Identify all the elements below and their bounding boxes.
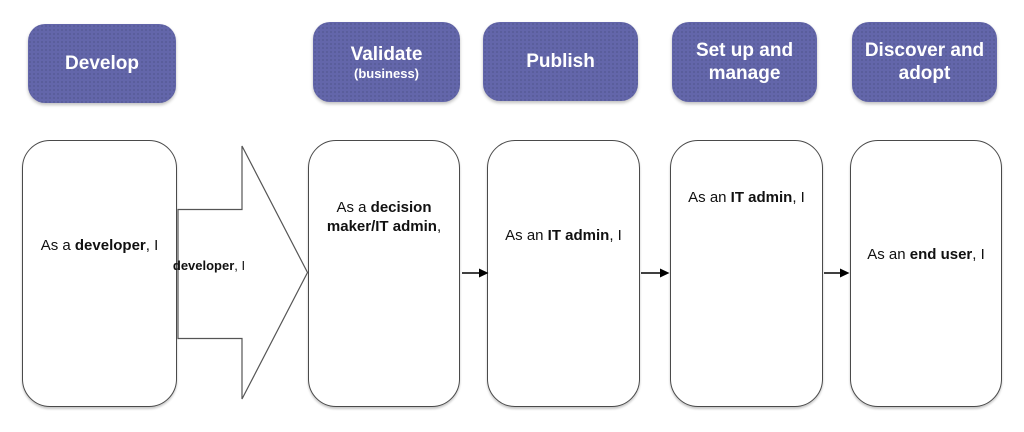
stage-body-develop: As a developer, I [22,140,177,407]
arrow-right-icon [641,268,670,278]
stage-header-develop: Develop [28,24,176,103]
arrow-right-icon [824,268,850,278]
stage-body-discover-and-adopt-text: As an end user, I [867,246,985,263]
stage-header-publish-title: Publish [526,51,595,72]
stage-header-publish: Publish [483,22,638,101]
block-arrow-label-text: developer, I [172,258,246,273]
stage-header-validate-subtitle: (business) [353,66,419,81]
arrow-right-icon [462,268,489,278]
stage-body-set-up-and-manage: As an IT admin, I [670,140,823,407]
stage-header-validate-title: Validate [350,44,423,65]
stage-body-discover-and-adopt: As an end user, I [850,140,1002,407]
block-arrow-label: developer, I [173,209,245,339]
stage-body-develop-text: As a developer, I [40,236,159,254]
stage-body-publish-text: As an IT admin, I [505,227,622,244]
stage-body-publish: As an IT admin, I [487,140,640,407]
stage-body-set-up-and-manage-text: As an IT admin, I [688,189,805,206]
stage-header-develop-title: Develop [65,53,139,74]
stage-header-validate: Validate (business) [313,22,460,102]
